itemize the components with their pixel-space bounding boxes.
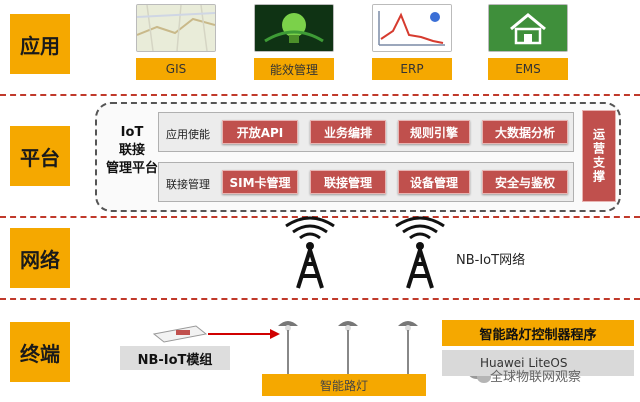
nb-iot-module-label: NB-IoT模组 bbox=[120, 346, 230, 370]
security-auth-box: 安全与鉴权 bbox=[482, 170, 568, 194]
connection-management-box: 联接管理 bbox=[310, 170, 386, 194]
iot-title-line-1: IoT bbox=[120, 125, 144, 140]
iot-title-line-2: 联接 bbox=[118, 143, 145, 158]
home-icon bbox=[488, 4, 568, 52]
cell-tower-icon bbox=[285, 216, 335, 289]
map-icon bbox=[136, 4, 216, 52]
app-energy: 能效管理 bbox=[254, 4, 334, 80]
divider-platform-network bbox=[0, 216, 640, 218]
streetlight-icon bbox=[398, 321, 418, 374]
row-label-app-enablement: 应用使能 bbox=[166, 128, 210, 141]
sim-management-box: SIM卡管理 bbox=[222, 170, 298, 194]
layer-label-network: 网络 bbox=[10, 228, 70, 288]
streetlight-icon bbox=[278, 321, 298, 374]
device-management-box: 设备管理 bbox=[398, 170, 470, 194]
watermark-text: 全球物联网观察 bbox=[490, 370, 582, 385]
energy-bulb-icon bbox=[254, 4, 334, 52]
layer-label-platform: 平台 bbox=[10, 126, 70, 186]
erp-chart-icon bbox=[372, 4, 452, 52]
streetlight-icon bbox=[338, 321, 358, 374]
app-erp: ERP bbox=[372, 4, 452, 80]
row-label-connection-management: 联接管理 bbox=[166, 178, 210, 191]
big-data-analytics-box: 大数据分析 bbox=[482, 120, 568, 144]
layer-label-application: 应用 bbox=[10, 14, 70, 74]
iot-title-line-3: 管理平台 bbox=[106, 161, 159, 176]
app-label-erp: ERP bbox=[372, 58, 452, 80]
ops-support-box: 运营支撑 bbox=[582, 110, 616, 202]
liteos-box: Huawei LiteOS bbox=[442, 350, 634, 376]
nb-iot-module-icon bbox=[152, 325, 208, 343]
controller-program-box: 智能路灯控制器程序 bbox=[442, 320, 634, 346]
cell-tower-icon bbox=[395, 216, 445, 289]
layer-label-terminal: 终端 bbox=[10, 322, 70, 382]
smart-streetlight-label: 智能路灯 bbox=[262, 374, 426, 396]
divider-network-terminal bbox=[0, 298, 640, 300]
business-orchestration-box: 业务编排 bbox=[310, 120, 386, 144]
app-gis: GIS bbox=[136, 4, 216, 80]
iot-platform-title: IoT 联接 管理平台 bbox=[106, 124, 158, 178]
open-api-box: 开放API bbox=[222, 120, 298, 144]
connection-arrow bbox=[208, 329, 280, 339]
rule-engine-box: 规则引擎 bbox=[398, 120, 470, 144]
divider-app-platform bbox=[0, 94, 640, 96]
app-label-ems: EMS bbox=[488, 58, 568, 80]
app-ems: EMS bbox=[488, 4, 568, 80]
app-label-gis: GIS bbox=[136, 58, 216, 80]
app-label-energy: 能效管理 bbox=[254, 58, 334, 80]
nb-iot-network-label: NB-IoT网络 bbox=[456, 253, 526, 268]
